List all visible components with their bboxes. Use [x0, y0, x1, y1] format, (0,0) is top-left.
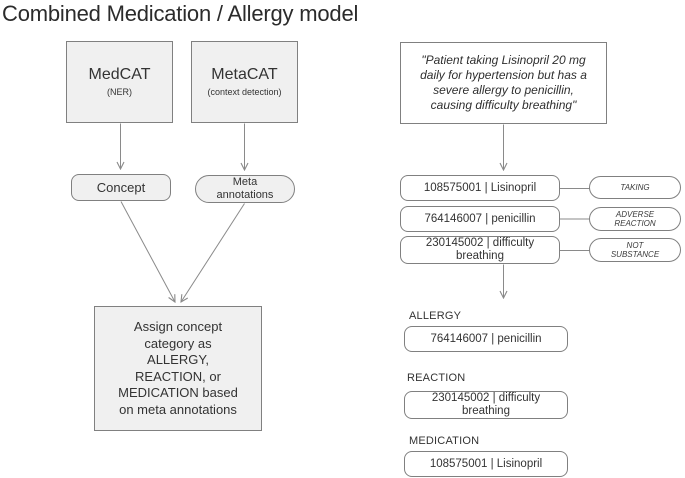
arrow-concept-to-assign [120, 201, 175, 303]
entity-label: 230145002 | difficulty breathing [425, 237, 535, 262]
category-heading-medication: MEDICATION [409, 435, 480, 447]
arrow-meta-annotations-to-assign [181, 203, 245, 303]
annotation-pill-adverse-reaction: ADVERSE REACTION [589, 207, 681, 231]
medcat-box: MedCAT (NER) [66, 41, 173, 123]
metacat-label: MetaCAT [211, 66, 278, 83]
assign-category-label: Assign concept category as ALLERGY, REAC… [118, 319, 238, 417]
metacat-subtitle: (context detection) [207, 87, 282, 97]
annotation-label: TAKING [620, 182, 650, 192]
entity-box-lisinopril: 108575001 | Lisinopril [400, 175, 560, 201]
entity-box-difficulty-breathing: 230145002 | difficulty breathing [400, 236, 560, 264]
diagram-title: Combined Medication / Allergy model [2, 1, 359, 26]
meta-annotations-label: Meta annotations [216, 176, 274, 201]
meta-annotations-node: Meta annotations [195, 175, 295, 203]
annotation-label: ADVERSE REACTION [614, 209, 656, 229]
category-value: 108575001 | Lisinopril [429, 457, 543, 470]
concept-label: Concept [96, 180, 146, 195]
metacat-box: MetaCAT (context detection) [191, 41, 298, 123]
category-value: 230145002 | difficulty breathing [431, 392, 541, 417]
example-quote-box: "Patient taking Lisinopril 20 mg daily f… [400, 42, 607, 124]
category-box-medication: 108575001 | Lisinopril [404, 451, 568, 477]
entity-box-penicillin: 764146007 | penicillin [400, 206, 560, 232]
concept-node: Concept [71, 174, 171, 201]
category-box-allergy: 764146007 | penicillin [404, 326, 568, 352]
example-quote-text: "Patient taking Lisinopril 20 mg daily f… [420, 53, 587, 112]
assign-category-box: Assign concept category as ALLERGY, REAC… [94, 306, 262, 431]
annotation-label: NOT SUBSTANCE [610, 240, 660, 260]
category-box-reaction: 230145002 | difficulty breathing [404, 391, 568, 419]
entity-label: 108575001 | Lisinopril [423, 181, 537, 194]
entity-label: 764146007 | penicillin [424, 212, 536, 225]
medcat-label: MedCAT [88, 66, 151, 83]
medcat-subtitle: (NER) [107, 87, 132, 97]
category-heading-reaction: REACTION [407, 372, 466, 384]
category-heading-allergy: ALLERGY [409, 310, 462, 322]
annotation-pill-not-substance: NOT SUBSTANCE [589, 238, 681, 262]
category-value: 764146007 | penicillin [430, 332, 542, 345]
annotation-pill-taking: TAKING [589, 176, 681, 199]
